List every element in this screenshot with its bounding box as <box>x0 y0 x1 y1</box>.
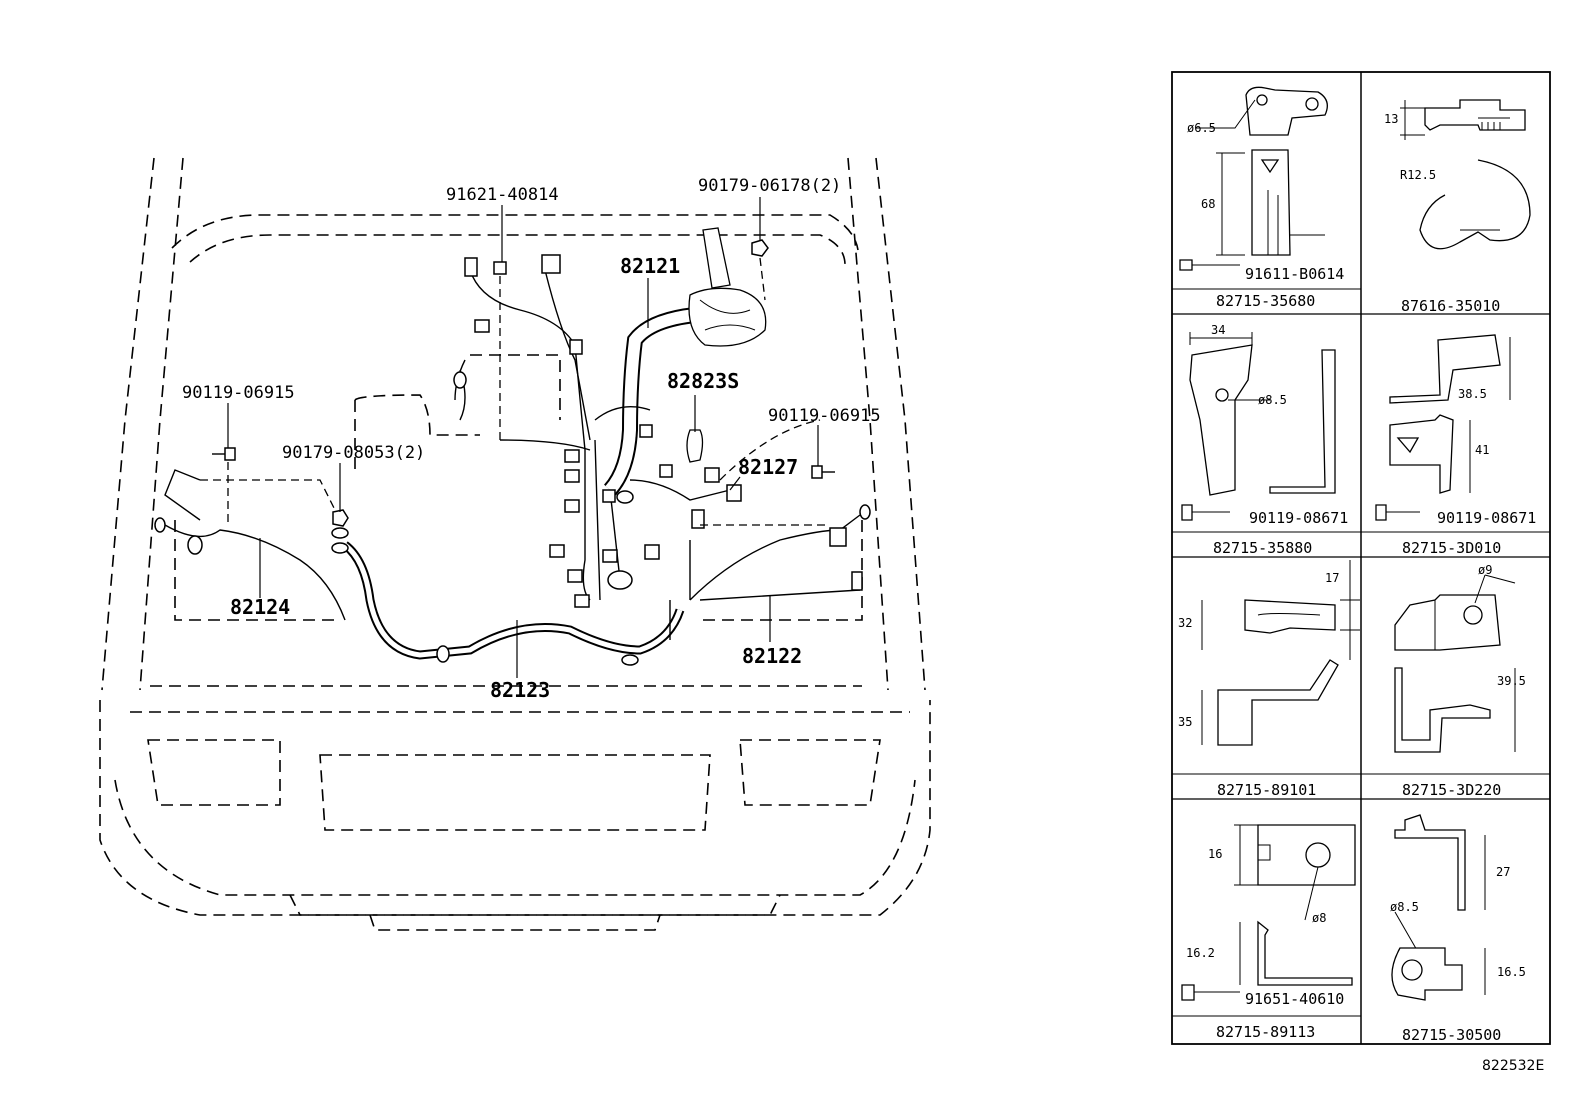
callout-90179-08053: 90179-08053(2) <box>282 443 425 463</box>
part-drawing-82715-3D220: ø9 39.5 <box>1394 563 1526 753</box>
callout-82127: 82127 <box>738 455 798 479</box>
harness-82121 <box>603 227 767 496</box>
dim-label: 16.2 <box>1186 946 1215 960</box>
dim-label: 41 <box>1475 443 1489 457</box>
callout-82123: 82123 <box>490 678 550 702</box>
dim-label: 34 <box>1211 323 1225 337</box>
dim-label: 35 <box>1178 715 1192 729</box>
vehicle-outline <box>99 157 931 931</box>
dim-label: 17 <box>1325 571 1339 585</box>
leader-lines <box>200 197 830 678</box>
callout-90179-06178: 90179-06178(2) <box>698 176 841 196</box>
part-number: 87616-35010 <box>1401 297 1500 315</box>
part-drawing-82715-35880: 34 ø8.5 <box>1181 323 1336 521</box>
part-drawing-82715-89101: 17 32 35 <box>1178 560 1360 746</box>
part-drawing-82715-35680: ø6.5 68 <box>1179 86 1328 271</box>
part-number: 82715-30500 <box>1402 1026 1501 1044</box>
part-drawing-82715-30500: 27 ø8.5 16.5 <box>1390 814 1526 1001</box>
dim-label: ø8.5 <box>1390 900 1419 914</box>
part-drawing-82715-3D010: 38.5 41 <box>1375 334 1511 521</box>
callout-82124: 82124 <box>230 595 290 619</box>
dim-label: 68 <box>1201 197 1215 211</box>
harness-82123 <box>342 541 685 660</box>
harness-82124 <box>164 469 346 621</box>
callout-82122: 82122 <box>742 644 802 668</box>
dim-label: 39.5 <box>1497 674 1526 688</box>
part-number: 82715-35680 <box>1216 292 1315 310</box>
dim-label: 32 <box>1178 616 1192 630</box>
figure-id: 822532E <box>1482 1058 1544 1074</box>
callout-82823S: 82823S <box>667 369 739 393</box>
callout-90119-06915-right: 90119-06915 <box>768 406 881 426</box>
part-drawing-82715-89113: 16 ø8 16.2 <box>1181 824 1356 1001</box>
sub-part-number: 91651-40610 <box>1245 990 1344 1008</box>
dim-label: ø8.5 <box>1258 393 1287 407</box>
callout-91621-40814: 91621-40814 <box>446 185 559 205</box>
dim-label: R12.5 <box>1400 168 1436 182</box>
dim-label: 27 <box>1496 865 1510 879</box>
sub-part-number: 91611-B0614 <box>1245 265 1344 283</box>
dim-label: 16 <box>1208 847 1222 861</box>
callout-82121: 82121 <box>620 254 680 278</box>
main-bundle <box>154 254 871 666</box>
dim-label: ø8 <box>1312 911 1326 925</box>
sub-part-number: 90119-08671 <box>1437 509 1536 527</box>
part-number: 82715-3D010 <box>1402 539 1501 557</box>
harness-82127 <box>629 467 742 502</box>
part-number: 82715-89113 <box>1216 1023 1315 1041</box>
bolt-icon <box>212 261 835 479</box>
dim-label: ø6.5 <box>1187 121 1216 135</box>
part-drawing-87616-35010: 13 R12.5 <box>1384 99 1531 250</box>
sub-part-number: 90119-08671 <box>1249 509 1348 527</box>
callout-90119-06915-left: 90119-06915 <box>182 383 295 403</box>
nut-icon <box>332 239 769 527</box>
part-number: 82715-3D220 <box>1402 781 1501 799</box>
dim-label: 13 <box>1384 112 1398 126</box>
dim-label: 38.5 <box>1458 387 1487 401</box>
harness-82122 <box>689 509 863 601</box>
part-number: 82715-89101 <box>1217 781 1316 799</box>
dim-label: 16.5 <box>1497 965 1526 979</box>
part-number: 82715-35880 <box>1213 539 1312 557</box>
dim-label: ø9 <box>1478 563 1492 577</box>
parts-table <box>1171 71 1551 1045</box>
